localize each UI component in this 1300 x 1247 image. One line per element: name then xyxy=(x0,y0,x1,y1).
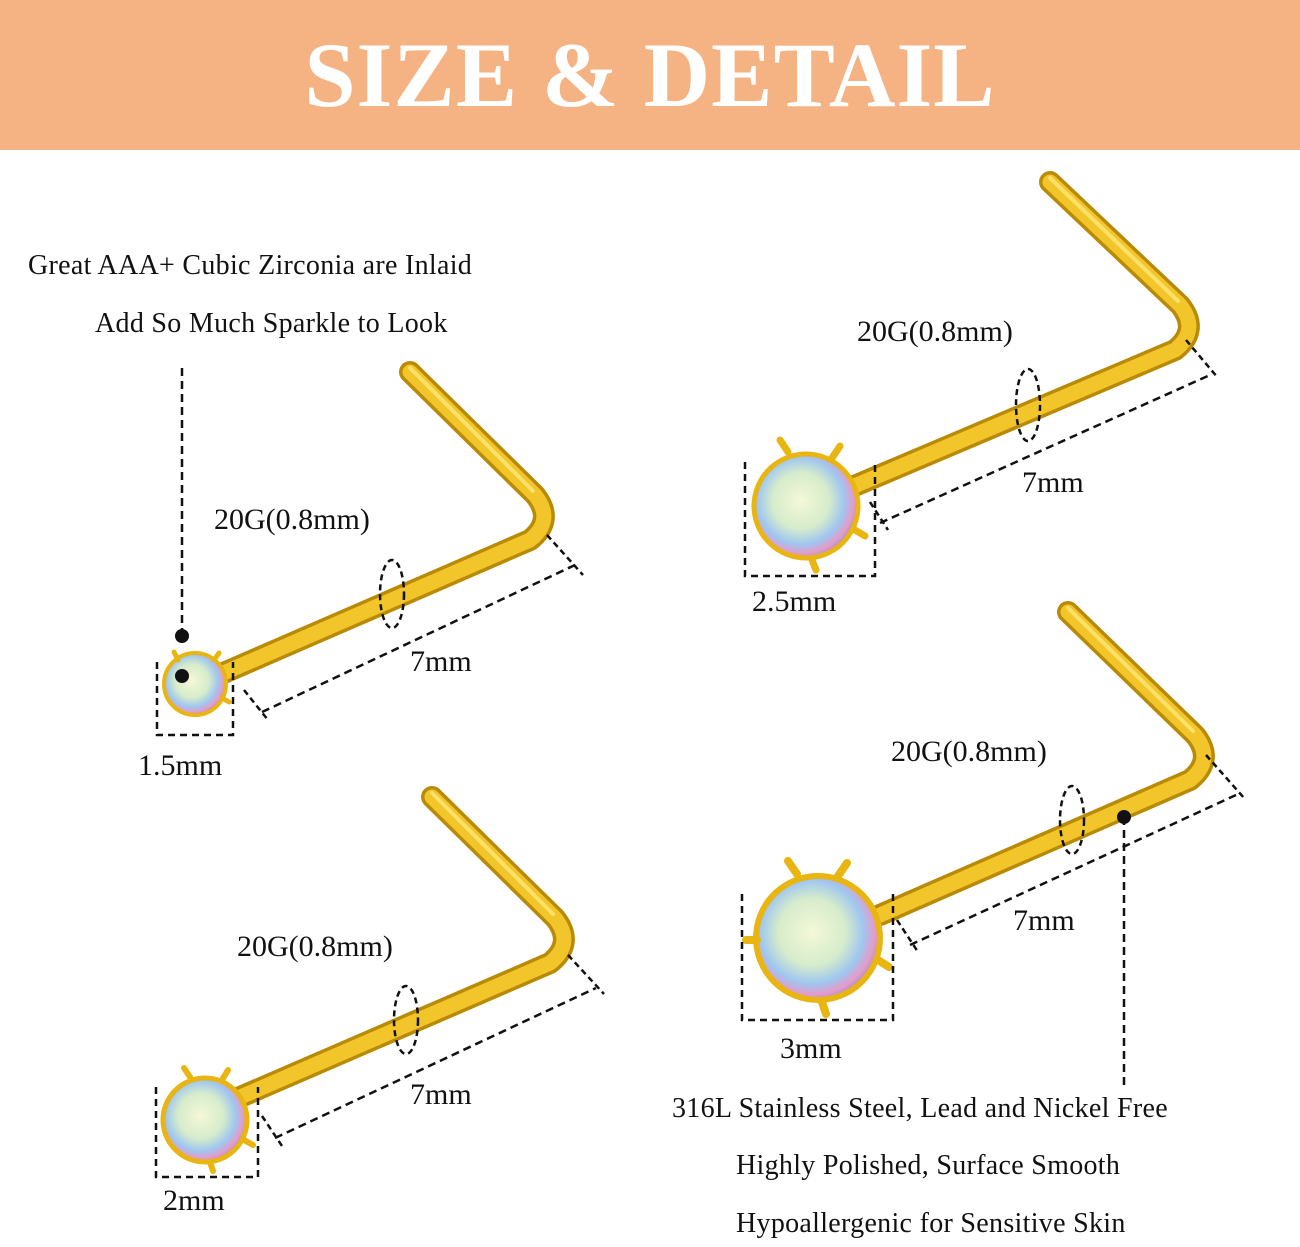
length-label: 7mm xyxy=(1022,466,1084,499)
stud-2mm xyxy=(154,786,605,1179)
length-label: 7mm xyxy=(1013,904,1075,937)
gauge-label: 20G(0.8mm) xyxy=(214,503,370,536)
stud-1-5mm xyxy=(155,361,584,737)
length-label: 7mm xyxy=(410,1078,472,1111)
stone-size-label: 2.5mm xyxy=(752,585,837,618)
banner-title: SIZE & DETAIL xyxy=(304,24,996,126)
stone-size-label: 3mm xyxy=(780,1032,842,1065)
gem xyxy=(751,451,861,561)
gem xyxy=(753,873,883,1003)
stud-pin-highlight xyxy=(872,604,1212,923)
stone-size-label: 1.5mm xyxy=(138,749,223,782)
material-note-line2: Highly Polished, Surface Smooth xyxy=(736,1150,1121,1181)
stud-pin-highlight xyxy=(204,364,552,686)
material-note-line1: 316L Stainless Steel, Lead and Nickel Fr… xyxy=(672,1093,1168,1124)
stud-2-5mm xyxy=(743,171,1219,578)
gauge-label: 20G(0.8mm) xyxy=(891,735,1047,768)
stud-pin-highlight xyxy=(844,174,1197,495)
stone-size-label: 2mm xyxy=(163,1184,225,1217)
gauge-label: 20G(0.8mm) xyxy=(857,315,1013,348)
material-note-line3: Hypoallergenic for Sensitive Skin xyxy=(736,1208,1126,1239)
gauge-label: 20G(0.8mm) xyxy=(237,930,393,963)
stud-3mm xyxy=(740,601,1245,1085)
stone-note-line2: Add So Much Sparkle to Look xyxy=(95,308,448,339)
stone-note-line1: Great AAA+ Cubic Zirconia are Inlaid xyxy=(28,250,473,281)
stud-pin-highlight xyxy=(230,789,572,1106)
gem xyxy=(160,1075,250,1165)
header-banner: SIZE & DETAIL xyxy=(0,0,1300,150)
length-label: 7mm xyxy=(410,645,472,678)
gem xyxy=(162,651,228,717)
